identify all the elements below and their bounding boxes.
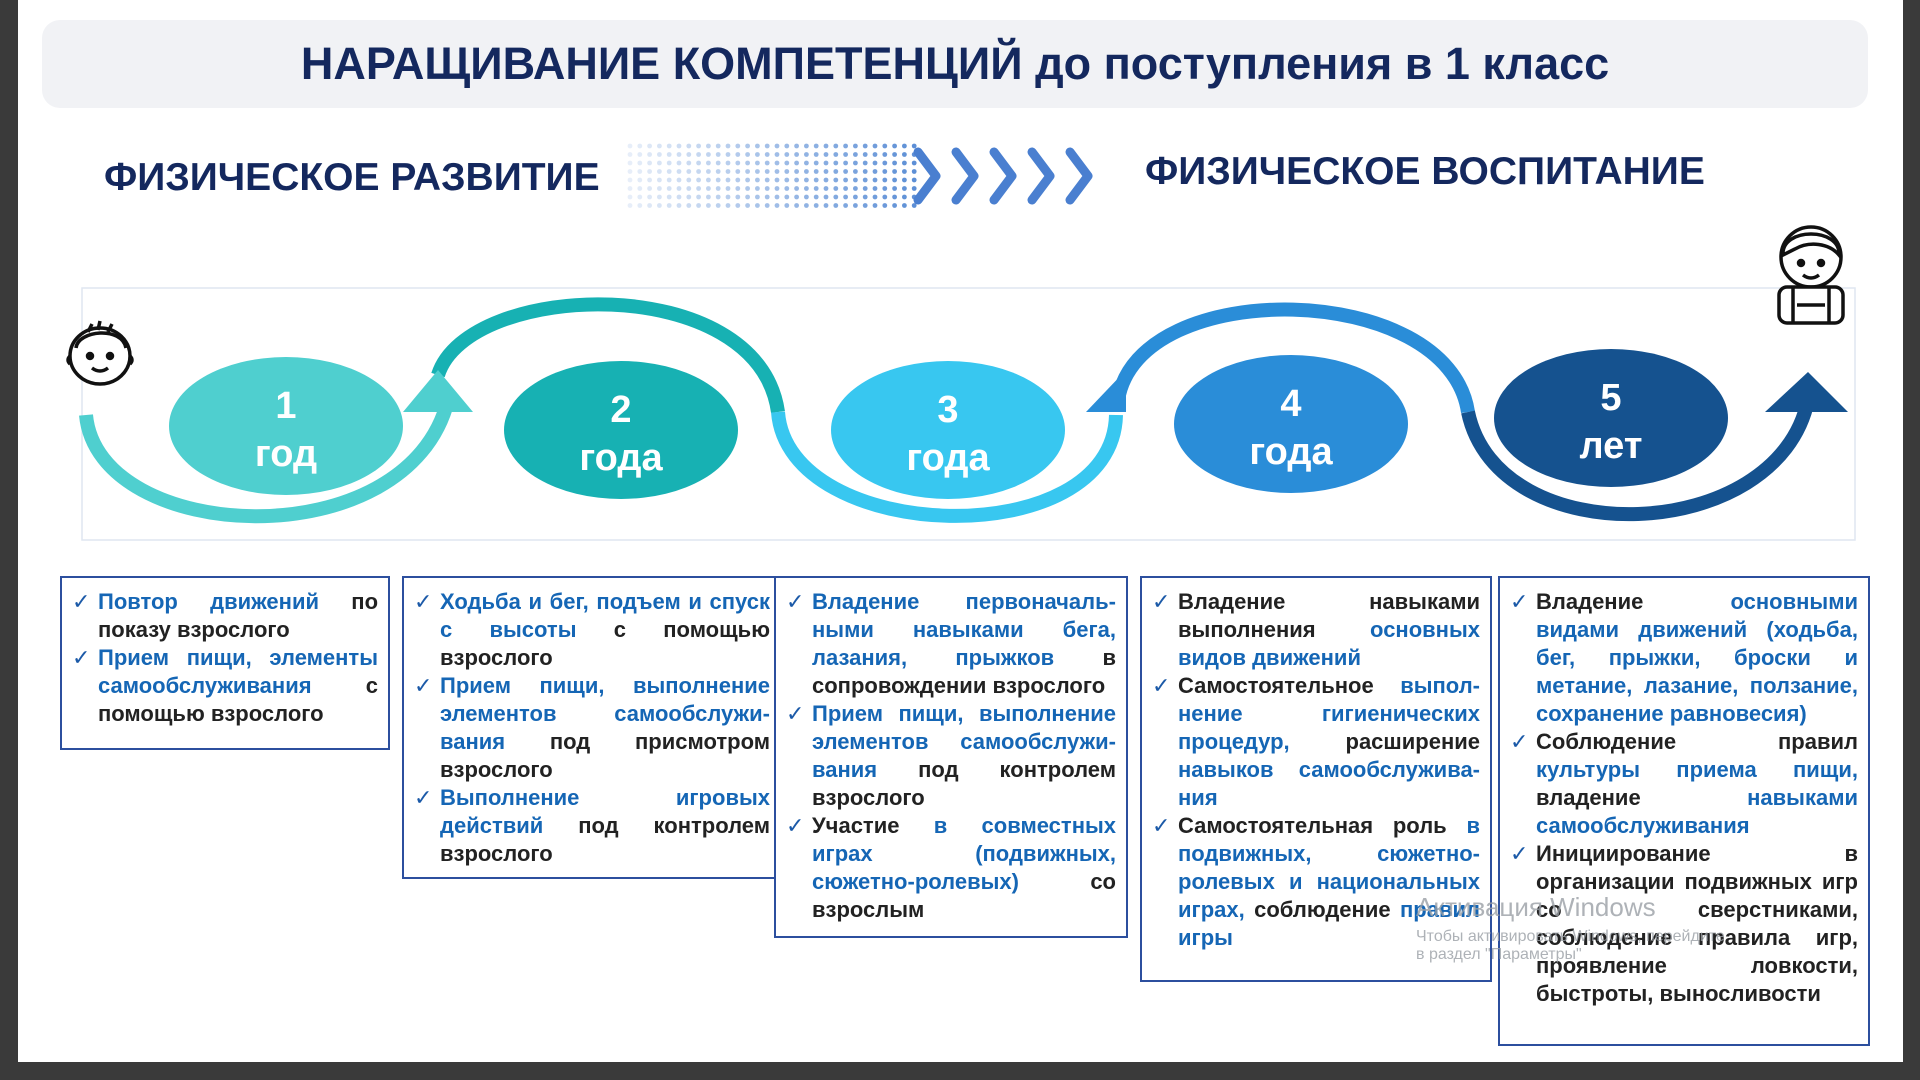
- skill-text: владение: [1536, 785, 1748, 810]
- checkmark-icon: ✓: [414, 785, 433, 810]
- stage-1-skills-box: ✓ Повтор движений по показу взрослого ✓ При…: [60, 576, 390, 750]
- stage-2-skills-box: ✓ Ходьба и бег, подъем и спуск с высоты с…: [402, 576, 782, 879]
- arrow-head: [1086, 370, 1126, 412]
- skill-item: ✓ Инициирование в организации подвижных и…: [1510, 840, 1858, 1008]
- stage-unit: год: [255, 433, 317, 475]
- stage-3-skills-box: ✓ Владение первоначаль-ными навыками бега…: [774, 576, 1128, 938]
- skill-text: под присмотром взрослого: [440, 729, 770, 782]
- timeline-swoosh: [79, 297, 1815, 524]
- skill-item: ✓ Владение основными видами движений (ход…: [1510, 588, 1858, 728]
- skill-text: Прием пищи, выполнение элементов самообс…: [812, 701, 1116, 782]
- skill-item: ✓ Повтор движений по показу взрослого: [72, 588, 378, 644]
- stage-number: 5: [1600, 377, 1621, 419]
- skill-text: навыков самообслужива-ния: [1178, 757, 1480, 810]
- skill-text: навыками самообслуживания: [1536, 785, 1858, 838]
- stage-oval-4: 4 года: [1174, 355, 1408, 493]
- stage-number: 2: [610, 389, 631, 431]
- skill-item: ✓ Самостоятельное выпол-нение гигиеническ…: [1152, 672, 1480, 812]
- skill-item: ✓ Прием пищи, выполнение элементов самооб…: [786, 700, 1116, 812]
- checkmark-icon: ✓: [786, 813, 805, 838]
- skill-text: Самостоятельное: [1178, 673, 1401, 698]
- checkmark-icon: ✓: [786, 589, 805, 614]
- stage-oval-1: 1 год: [169, 357, 403, 495]
- stage-number: 4: [1280, 383, 1301, 425]
- right-heading: ФИЗИЧЕСКОЕ ВОСПИТАНИЕ: [1145, 150, 1705, 193]
- arrow-chevrons-icon: [627, 143, 1093, 208]
- stage-5-skills-box: ✓ Владение основными видами движений (ход…: [1498, 576, 1870, 1046]
- checkmark-icon: ✓: [1510, 841, 1529, 866]
- skill-item: ✓ Владение навыками выполнения основных в…: [1152, 588, 1480, 672]
- skill-text: с помощью взрослого: [440, 617, 770, 670]
- stage-unit: года: [579, 437, 663, 479]
- skill-text: выпол-нение гигиенических процедур,: [1178, 673, 1480, 754]
- skill-text: Выполнение игровых действий: [440, 785, 770, 838]
- skill-text: Владение навыками выполнения: [1178, 589, 1480, 642]
- left-heading: ФИЗИЧЕСКОЕ РАЗВИТИЕ: [104, 156, 600, 199]
- stage-oval-5: 5 лет: [1494, 349, 1728, 487]
- skill-item: ✓ Прием пищи, элементы самообслуживания с…: [72, 644, 378, 728]
- skill-text: Прием пищи, выполнение элементов самообс…: [440, 673, 770, 754]
- skill-text: Участие: [812, 813, 934, 838]
- arrow-head: [403, 370, 473, 412]
- skill-text: соблюдение: [1244, 897, 1400, 922]
- checkmark-icon: ✓: [1510, 729, 1529, 754]
- skill-item: ✓ Самостоятельная роль в подвижных, сюжет…: [1152, 812, 1480, 952]
- stages-diagram: 1 год 2 года 3 года 4 года 5 лет: [66, 143, 1856, 541]
- skill-text: расширение: [1289, 729, 1481, 754]
- timeline-frame: [81, 287, 1856, 541]
- skill-text: Инициирование в организации подвижных иг…: [1536, 841, 1858, 1006]
- checkmark-icon: ✓: [1152, 673, 1171, 698]
- skill-item: ✓ Прием пищи, выполнение элементов самооб…: [414, 672, 770, 784]
- stage-oval-2: 2 года: [504, 361, 738, 499]
- skill-text: Соблюдение правил: [1536, 729, 1858, 754]
- stage-oval-3: 3 года: [831, 361, 1065, 499]
- skill-text: под контролем взрослого: [812, 757, 1116, 810]
- skill-item: ✓ Владение первоначаль-ными навыками бега…: [786, 588, 1116, 700]
- arrow-head: [1765, 372, 1848, 412]
- stage-unit: года: [906, 437, 990, 479]
- skill-text: Повтор движений: [98, 589, 320, 614]
- stage-4-skills-box: ✓ Владение навыками выполнения основных в…: [1140, 576, 1492, 982]
- checkmark-icon: ✓: [414, 589, 433, 614]
- checkmark-icon: ✓: [1152, 589, 1171, 614]
- skill-text: по показу взрослого: [98, 589, 379, 642]
- slide: НАРАЩИВАНИЕ КОМПЕТЕНЦИЙ до поступления в…: [18, 0, 1903, 1062]
- checkmark-icon: ✓: [1152, 813, 1171, 838]
- windows-activation-watermark: Активация Windows: [1416, 892, 1656, 922]
- skill-item: ✓ Ходьба и бег, подъем и спуск с высоты с…: [414, 588, 770, 672]
- checkmark-icon: ✓: [72, 589, 91, 614]
- skill-text: культуры приема пищи,: [1536, 757, 1858, 782]
- title-bar: НАРАЩИВАНИЕ КОМПЕТЕНЦИЙ до поступления в…: [42, 20, 1868, 108]
- checkmark-icon: ✓: [72, 645, 91, 670]
- stage-unit: лет: [1580, 425, 1643, 467]
- skill-text: со взрослым: [812, 869, 1116, 922]
- skill-text: Ходьба и бег, подъем и спуск с высоты: [440, 589, 770, 642]
- checkmark-icon: ✓: [414, 673, 433, 698]
- baby-face-icon: [66, 320, 134, 386]
- page-title: НАРАЩИВАНИЕ КОМПЕТЕНЦИЙ до поступления в…: [300, 38, 1610, 89]
- skill-text: Владение первоначаль-ными навыками бега,…: [812, 589, 1116, 670]
- skill-text: Владение: [1536, 589, 1731, 614]
- child-backpack-icon: [1777, 225, 1845, 325]
- skill-text: под контролем взрослого: [440, 813, 770, 866]
- skill-text: Прием пищи, элементы самообслуживания: [98, 645, 378, 698]
- skill-text: в совместных играх (подвижных, сюжетно-р…: [812, 813, 1116, 894]
- checkmark-icon: ✓: [1510, 589, 1529, 614]
- stage-unit: года: [1249, 431, 1333, 473]
- skill-text: основными видами движений (ходьба, бег, …: [1536, 589, 1858, 726]
- skill-text: правил игры: [1178, 897, 1480, 950]
- skill-item: ✓ Соблюдение правил культуры приема пищи,…: [1510, 728, 1858, 840]
- skill-text: в сопровождении взрослого: [812, 645, 1117, 698]
- skill-text: с помощью взрослого: [98, 673, 378, 726]
- skill-text: основных видов движений: [1178, 617, 1480, 670]
- skill-item: ✓ Выполнение игровых действий под контрол…: [414, 784, 770, 868]
- skill-text: Самостоятельная роль: [1178, 813, 1467, 838]
- stage-number: 1: [275, 385, 296, 427]
- skill-text: в подвижных, сюжетно-ролевых и националь…: [1178, 813, 1480, 922]
- windows-activation-hint: Чтобы активировать Windows, перейдите в …: [1416, 928, 1725, 963]
- checkmark-icon: ✓: [786, 701, 805, 726]
- skill-item: ✓ Участие в совместных играх (подвижных,…: [786, 812, 1116, 924]
- stage-number: 3: [937, 389, 958, 431]
